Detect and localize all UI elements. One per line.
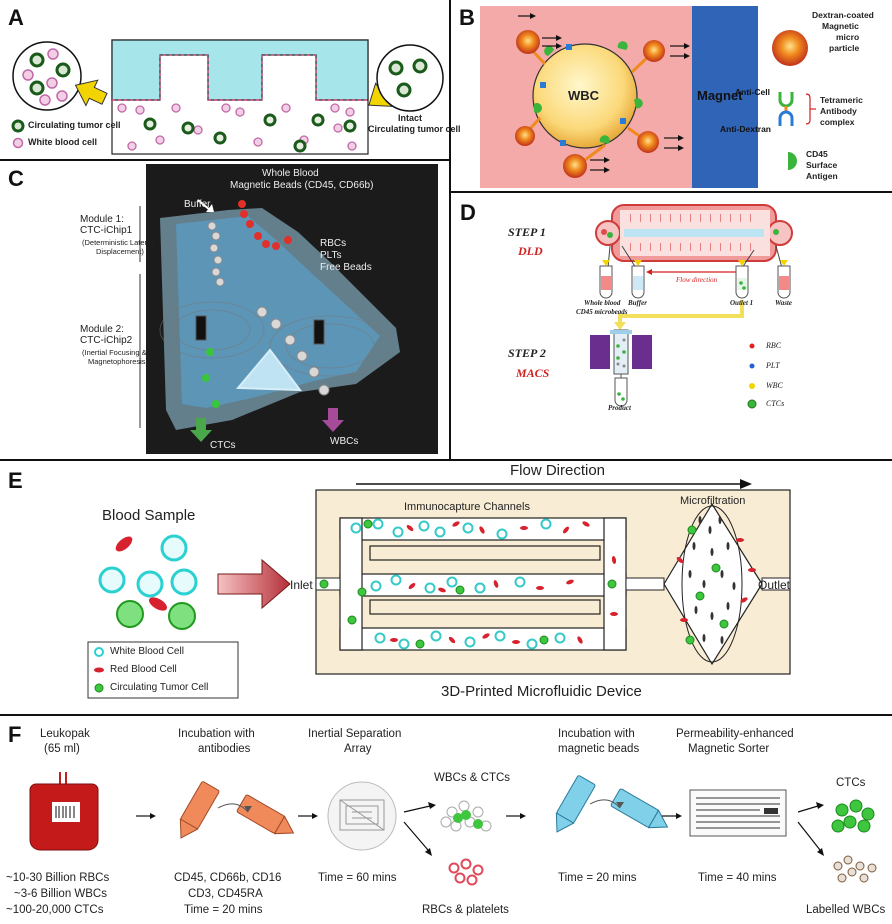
panel-c-graphic	[139, 164, 438, 454]
panel-f-time-beads: Time = 20 mins	[558, 872, 637, 884]
panel-e-outlet: Outlet	[758, 578, 791, 592]
panel-f-labelled-wbcs: Labelled WBCs	[806, 904, 886, 916]
panel-label-f: F	[8, 722, 22, 747]
panel-e-device-title: 3D-Printed Microfluidic Device	[441, 683, 642, 700]
panel-c-whole-blood-2: Magnetic Beads (CD45, CD66b)	[230, 180, 374, 191]
panel-d-tube-microbeads: CD45 microbeads	[576, 308, 628, 316]
panel-f-time-inertial: Time = 60 mins	[318, 872, 397, 884]
panel-e-blood-sample: Blood Sample	[102, 507, 196, 524]
panel-e-graphic	[87, 479, 791, 699]
divider-top-vertical	[449, 0, 451, 460]
panel-e-inlet: Inlet	[290, 578, 313, 592]
panel-d-tube-waste: Waste	[775, 299, 792, 307]
panel-a-legend-ctc: Circulating tumor cell	[28, 120, 121, 130]
panel-f-incubation-ab-2: antibodies	[198, 743, 251, 755]
panel-d-dld: DLD	[518, 244, 543, 258]
panel-label-e: E	[8, 468, 23, 493]
panel-b-cd45-3: Antigen	[806, 171, 838, 181]
panel-d-product: Product	[608, 404, 631, 412]
panel-d-tube-whole-blood: Whole blood	[584, 299, 621, 307]
panel-e-flow-direction: Flow Direction	[510, 462, 606, 479]
panel-c-whole-blood-1: Whole Blood	[262, 168, 319, 179]
panel-d-legend-ctcs: CTCs	[766, 399, 785, 408]
panel-b-particle-2: Magnetic	[822, 21, 859, 31]
divider-cd-e	[0, 459, 892, 461]
panel-f-inertial-2: Array	[344, 743, 372, 755]
panel-c-module1-2: CTC-iChip1	[80, 225, 133, 236]
panel-f-inertial-1: Inertial Separation	[308, 728, 402, 740]
panel-e-legend-ctc: Circulating Tumor Cell	[110, 682, 209, 693]
panel-f-count-wbc: ~3-6 Billion WBCs	[14, 888, 107, 900]
panel-a-legend-wbc: White blood cell	[28, 137, 97, 147]
panel-f-ctcs-title: CTCs	[836, 777, 866, 789]
panel-d-macs: MACS	[516, 366, 550, 380]
panel-d-step2: STEP 2	[508, 346, 546, 360]
panel-label-c: C	[8, 166, 24, 191]
panel-f-count-ctc: ~100-20,000 CTCs	[6, 904, 104, 916]
panel-d-tube-outlet: Outlet 1	[730, 299, 754, 307]
panel-d-step1: STEP 1	[508, 225, 546, 239]
panel-c-module2-1: Module 2:	[80, 324, 124, 335]
panel-b-particle-1: Dextran-coated	[812, 10, 874, 20]
panel-c-output-plts: PLTs	[320, 250, 342, 261]
panel-b-particle-3: micro	[836, 32, 860, 42]
panel-a-graphic	[11, 39, 444, 155]
panel-b-tetrameric-2: Antibody	[820, 106, 857, 116]
panel-e-immunocapture: Immunocapture Channels	[404, 501, 530, 513]
panel-b-graphic	[480, 6, 816, 188]
panel-d-legend-plt: PLT	[766, 361, 780, 370]
panel-b-wbc-label: WBC	[568, 88, 600, 103]
panel-d-flow: Flow direction	[676, 276, 718, 284]
panel-e-legend-rbc: Red Blood Cell	[110, 664, 177, 675]
panel-f-incubation-mb-1: Incubation with	[558, 728, 635, 740]
panel-c-module1-1: Module 1:	[80, 214, 124, 225]
panel-f-incubation-mb-2: magnetic beads	[558, 743, 640, 755]
panel-d-legend-rbc: RBC	[766, 341, 782, 350]
panel-f-leukopak-1: Leukopak	[40, 728, 90, 740]
divider-a-c	[0, 159, 450, 161]
panel-f-rbcs-platelets: RBCs & platelets	[422, 904, 509, 916]
panel-b-anti-cell: Anti-Cell	[735, 87, 770, 97]
panel-b-tetrameric-1: Tetrameric	[820, 95, 863, 105]
panel-c-buffer: Buffer	[184, 199, 211, 210]
panel-c-module1-sub-1: (Deterministic Lateral	[82, 238, 153, 247]
panel-f-count-rbc: ~10-30 Billion RBCs	[6, 872, 110, 884]
divider-e-f	[0, 714, 892, 716]
panel-f-sorter-1: Permeability-enhanced	[676, 728, 794, 740]
panel-c-module1-sub-2: Displacement)	[96, 247, 144, 256]
panel-label-b: B	[459, 5, 475, 30]
panel-b-particle-4: particle	[829, 43, 860, 53]
panel-a-intact-1: Intact	[398, 113, 423, 123]
panel-e-microfiltration: Microfiltration	[680, 495, 746, 507]
panel-f-time-sorter: Time = 40 mins	[698, 872, 777, 884]
panel-b-magnet-label: Magnet	[697, 88, 743, 103]
panel-e-legend-wbc: White Blood Cell	[110, 646, 184, 657]
panel-c-module2-sub-1: (Inertial Focusing &	[82, 348, 147, 357]
panel-f-wbcs-ctcs: WBCs & CTCs	[434, 772, 511, 784]
panel-f-sorter-2: Magnetic Sorter	[688, 743, 770, 755]
panel-c-output-rbcs: RBCs	[320, 238, 347, 249]
panel-b-tetrameric-3: complex	[820, 117, 855, 127]
panel-c-wbcs: WBCs	[330, 436, 359, 447]
panel-d-tube-buffer: Buffer	[628, 299, 647, 307]
panel-c-module2-sub-2: Magnetophoresis)	[88, 357, 149, 366]
panel-f-leukopak-2: (65 ml)	[44, 743, 80, 755]
panel-label-d: D	[460, 200, 476, 225]
panel-c-module2-2: CTC-iChip2	[80, 335, 133, 346]
panel-b-anti-dextran: Anti-Dextran	[720, 124, 772, 134]
panel-c-ctcs: CTCs	[210, 440, 236, 451]
panel-b-cd45-2: Surface	[806, 160, 838, 170]
panel-f-antibodies-1: CD45, CD66b, CD16	[174, 872, 282, 884]
panel-f-antibodies-time: Time = 20 mins	[184, 904, 263, 916]
panel-f-antibodies-2: CD3, CD45RA	[188, 888, 263, 900]
panel-b-cd45-1: CD45	[806, 149, 828, 159]
divider-b-d	[450, 191, 892, 193]
panel-c-output-beads: Free Beads	[320, 262, 372, 273]
panel-a-intact-2: Circulating tumor cell	[368, 124, 461, 134]
panel-d-graphic	[590, 204, 793, 409]
panel-label-a: A	[8, 5, 24, 30]
panel-d-legend-wbc: WBC	[766, 381, 783, 390]
panel-f-incubation-ab-1: Incubation with	[178, 728, 255, 740]
